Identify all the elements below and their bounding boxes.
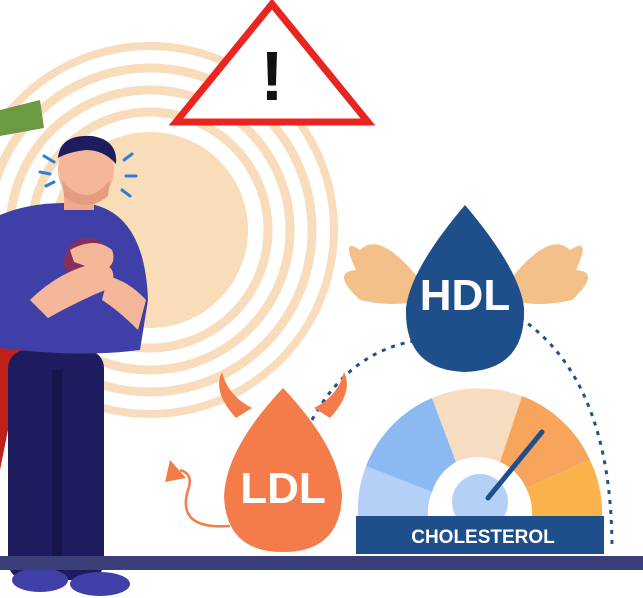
ldl-horns	[219, 372, 347, 418]
ldl-label: LDL	[240, 464, 326, 513]
ldl-drop-icon: LDL	[224, 388, 342, 552]
person-figure-icon	[0, 135, 148, 596]
hdl-drop-icon: HDL	[405, 205, 525, 372]
floor	[0, 556, 643, 570]
connector-arc	[310, 316, 614, 551]
warning-symbol: !	[260, 37, 283, 115]
gauge-label: CHOLESTEROL	[411, 527, 555, 548]
cholesterol-gauge-icon: CHOLESTEROL	[356, 388, 604, 554]
ldl-tail	[165, 460, 231, 528]
hdl-label: HDL	[420, 271, 510, 320]
warning-icon: !	[168, 0, 376, 126]
hdl-wings	[343, 244, 589, 304]
green-banner	[0, 100, 44, 136]
gauge-needle	[485, 429, 545, 501]
